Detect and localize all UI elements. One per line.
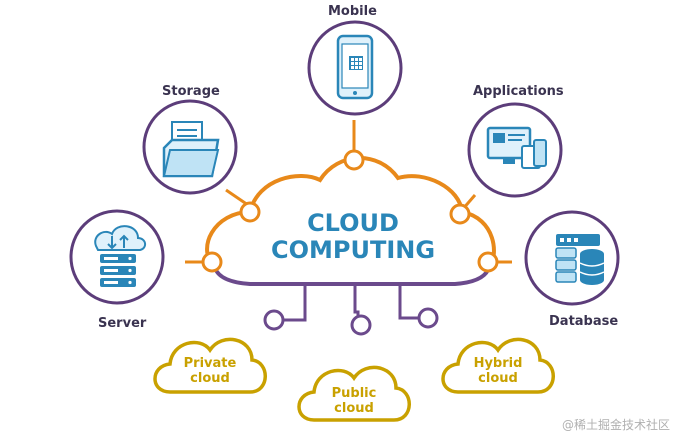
center-title-line2: COMPUTING [270,236,436,264]
watermark: @稀土掘金技术社区 [561,418,670,432]
label-mobile: Mobile [328,4,377,19]
private-line1: Private [183,356,237,371]
main-cloud-base [213,267,490,286]
public-line1: Public [331,386,377,401]
private-cloud-shape [153,337,267,394]
public-cloud-shape [297,365,411,422]
server-icon [94,225,146,287]
public-line2: cloud [334,401,374,416]
center-title: CLOUD COMPUTING [268,210,438,264]
label-applications: Applications [473,84,564,99]
database-icon [555,234,605,285]
monitor-icon [486,126,547,169]
deployment-clouds [153,337,555,422]
smartphone-icon [336,34,374,100]
deployment-connectors [282,284,422,322]
label-server: Server [98,316,147,331]
purple-nodes [263,307,439,336]
hybrid-cloud-shape [441,337,555,394]
label-private-cloud: Private cloud [170,356,250,386]
label-storage: Storage [162,84,220,99]
private-line2: cloud [190,371,230,386]
orange-nodes [201,149,499,273]
label-database: Database [549,314,619,329]
hybrid-line1: Hybrid [473,356,523,371]
hybrid-line2: cloud [478,371,518,386]
center-title-line1: CLOUD [307,209,399,237]
label-hybrid-cloud: Hybrid cloud [458,356,538,386]
label-public-cloud: Public cloud [314,386,394,416]
folder-icon [162,121,220,178]
